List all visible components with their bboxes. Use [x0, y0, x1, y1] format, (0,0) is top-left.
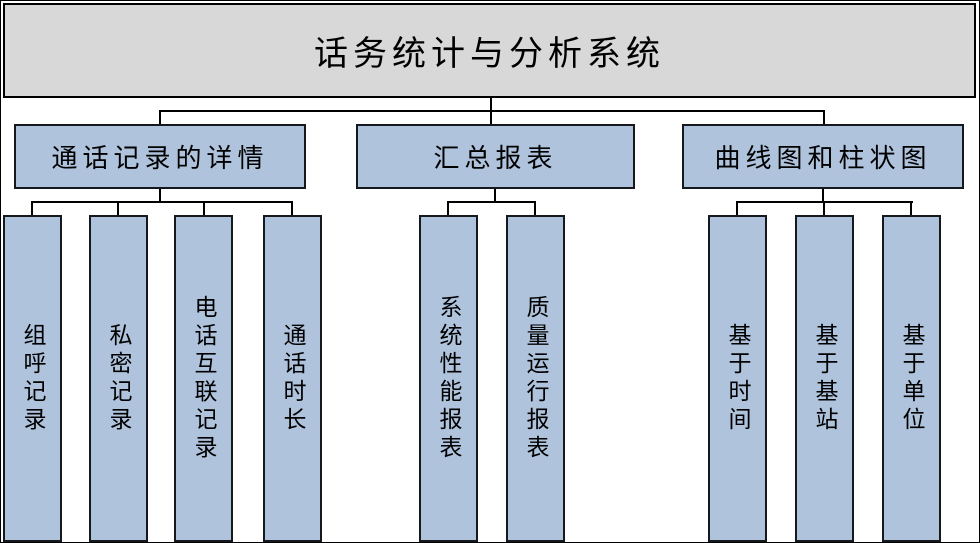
node-by-time-label: 基于时间: [725, 322, 750, 435]
connector-line: [117, 201, 119, 215]
connector-line: [447, 201, 536, 203]
node-summary-report: 汇总报表: [356, 124, 635, 189]
node-system-title-label: 话务统计与分析系统: [314, 36, 665, 73]
node-phone-interconnect-record-label: 电话互联记录: [191, 294, 216, 463]
connector-line: [736, 201, 738, 215]
connector-line: [159, 189, 161, 202]
node-by-base-station-label: 基于基站: [812, 322, 837, 435]
node-system-title: 话务统计与分析系统: [3, 3, 976, 98]
connector-line: [31, 201, 293, 203]
connector-line: [822, 189, 824, 202]
connector-line: [823, 110, 825, 124]
node-group-call-record: 组呼记录: [3, 215, 62, 542]
node-call-duration: 通话时长: [263, 215, 322, 542]
node-system-performance-report-label: 系统性能报表: [436, 294, 461, 463]
connector-line: [447, 201, 449, 215]
connector-line: [910, 201, 912, 215]
connector-line: [159, 110, 825, 112]
connector-line: [534, 201, 536, 215]
node-call-duration-label: 通话时长: [280, 322, 305, 435]
node-line-and-bar-charts: 曲线图和柱状图: [682, 124, 964, 189]
connector-line: [31, 201, 33, 215]
node-by-base-station: 基于基站: [795, 215, 854, 542]
node-by-unit: 基于单位: [882, 215, 941, 542]
connector-line: [291, 201, 293, 215]
node-quality-operation-report: 质量运行报表: [506, 215, 565, 542]
node-private-record-label: 私密记录: [106, 322, 131, 435]
connector-line: [736, 201, 913, 203]
node-by-unit-label: 基于单位: [899, 322, 924, 435]
node-call-record-details-label: 通话记录的详情: [51, 144, 269, 173]
node-line-and-bar-charts-label: 曲线图和柱状图: [714, 144, 932, 173]
node-call-record-details: 通话记录的详情: [14, 124, 306, 189]
connector-line: [494, 189, 496, 202]
node-phone-interconnect-record: 电话互联记录: [174, 215, 233, 542]
node-private-record: 私密记录: [89, 215, 148, 542]
node-summary-report-label: 汇总报表: [433, 144, 558, 173]
connector-line: [159, 110, 161, 124]
connector-line: [823, 201, 825, 215]
connector-line: [203, 201, 205, 215]
node-system-performance-report: 系统性能报表: [419, 215, 478, 542]
node-quality-operation-report-label: 质量运行报表: [523, 294, 548, 463]
node-by-time: 基于时间: [708, 215, 767, 542]
node-group-call-record-label: 组呼记录: [20, 322, 45, 435]
